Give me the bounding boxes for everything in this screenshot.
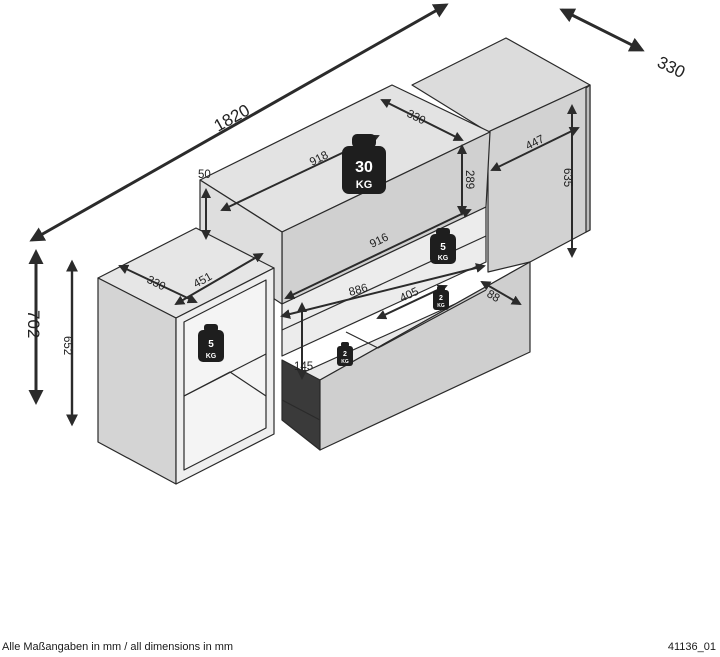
left-inner-arrow	[174, 252, 264, 306]
weight-drawer-a-body	[337, 346, 353, 366]
weight-shelf-right-body	[430, 234, 456, 264]
left-cabinet-shelf-edge	[183, 353, 267, 397]
weight-drawer-a-value: 2	[343, 351, 347, 358]
left-cabinet	[97, 227, 275, 485]
dimensions-note: Alle Maßangaben in mm / all dimensions i…	[2, 641, 234, 653]
right-width-arrow	[490, 127, 580, 171]
weight-drawer-a-unit: KG	[341, 359, 349, 365]
weight-drawer-b-value: 2	[439, 295, 443, 302]
weight-drawer-b: 2 KG	[433, 286, 449, 310]
weight-drawer-b-handle	[437, 286, 445, 291]
dimension-lines	[28, 3, 645, 427]
drawer-rail	[281, 399, 321, 421]
dim-left-height: 652	[61, 336, 73, 355]
weight-shelf-left-value: 5	[208, 339, 214, 350]
depth-arrow	[559, 8, 645, 52]
right-cabinet-side	[585, 84, 591, 233]
weight-shelf-left-unit: KG	[206, 353, 217, 360]
weight-top: 30 KG	[342, 134, 386, 194]
weight-shelf-right: 5 KG	[430, 228, 456, 264]
dim-top-gap: 50	[198, 169, 211, 181]
weight-drawer-a-handle	[341, 342, 349, 347]
inner-dimension-lines	[118, 99, 580, 380]
weight-top-value: 30	[355, 159, 373, 176]
drawer-depth-arrow	[480, 280, 522, 306]
weight-top-handle	[352, 134, 376, 148]
weight-drawer-b-body	[433, 290, 449, 310]
weight-shelf-left-body	[198, 330, 224, 362]
dim-drawer-width: 886	[348, 282, 370, 299]
dim-depth-top: 330	[654, 53, 688, 83]
dim-total-width: 1820	[211, 101, 253, 136]
dim-right-height: 635	[561, 168, 573, 187]
weight-drawer-a: 2 KG	[337, 342, 353, 366]
dim-mid-height: 289	[463, 170, 475, 189]
mid-depth-arrow	[380, 99, 464, 141]
weight-shelf-right-unit: KG	[438, 255, 449, 262]
dim-drawer-depth: 88	[485, 288, 502, 305]
weight-shelf-right-value: 5	[440, 242, 446, 253]
weight-top-body	[342, 146, 386, 194]
width-arrow	[29, 3, 449, 242]
dim-drawer-height: 145	[294, 361, 313, 373]
weight-top-unit: KG	[356, 179, 373, 191]
article-code: 41136_01	[667, 641, 716, 653]
weight-drawer-b-unit: KG	[437, 303, 445, 309]
dim-total-height: 702	[24, 310, 43, 338]
weight-shelf-left: 5 KG	[198, 324, 224, 362]
